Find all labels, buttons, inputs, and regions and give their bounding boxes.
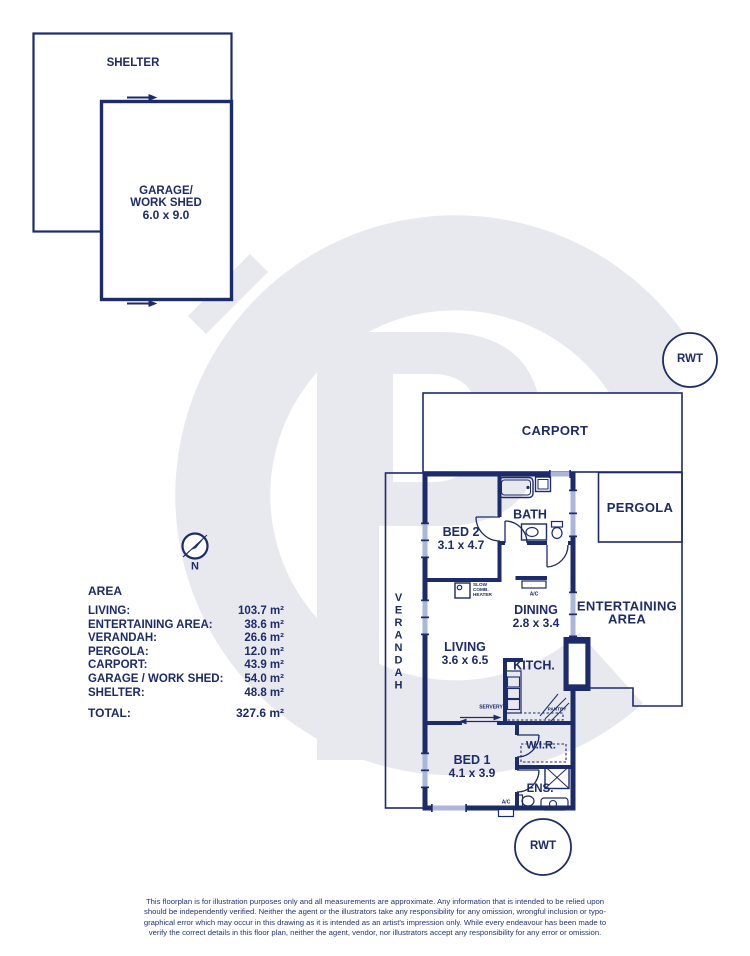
pantry-label: PANTRY xyxy=(547,706,567,712)
area-table-title: AREA xyxy=(88,584,123,598)
sliding-door xyxy=(563,637,591,691)
bed1-dims: 4.1 x 3.9 xyxy=(448,766,496,780)
area-total-row: TOTAL:327.6 m² xyxy=(88,706,284,721)
kitchen-label: KITCH. xyxy=(513,658,555,673)
garage-outline xyxy=(99,99,234,302)
garage-dims: 6.0 x 9.0 xyxy=(142,208,190,222)
area-row-shelter: SHELTER:48.8 m² xyxy=(88,686,284,699)
bath-fixtures xyxy=(498,476,564,541)
verandah-label: VERANDAH xyxy=(392,592,405,692)
rwt-bottom-label: RWT xyxy=(530,840,556,853)
area-row-pergola: PERGOLA:12.0 m² xyxy=(88,645,284,658)
entertaining-outline xyxy=(585,472,683,707)
entertaining-label: ENTERTAINING AREA xyxy=(576,598,678,626)
rwt-tank-top-circle xyxy=(662,332,718,388)
carport-outline xyxy=(422,392,683,473)
bed1-label: BED 1 4.1 x 3.9 xyxy=(448,753,496,780)
windows xyxy=(421,470,577,812)
dining-label: DINING 2.8 x 3.4 xyxy=(512,603,560,630)
servery-label: SERVERY xyxy=(479,704,503,711)
shelter-label: SHELTER xyxy=(106,57,160,70)
carport-label: CARPORT xyxy=(521,423,589,439)
bath-label: BATH xyxy=(513,507,547,522)
area-row-entertaining: ENTERTAINING AREA:38.6 m² xyxy=(88,618,284,631)
bed1-slider-symbol xyxy=(458,714,502,725)
area-table: AREA LIVING:103.7 m² ENTERTAINING AREA:3… xyxy=(88,584,284,720)
wir-label: W.I.R. xyxy=(526,739,556,752)
ac-units xyxy=(497,580,547,818)
disclaimer-line2: should be independently verified. Neithe… xyxy=(144,907,606,917)
disclaimer: This floorplan is for illustration purpo… xyxy=(144,897,606,938)
living-dims: 3.6 x 6.5 xyxy=(441,653,489,667)
rwt-tank-bottom-circle xyxy=(514,818,572,876)
rwt-top-label: RWT xyxy=(677,353,703,366)
area-row-carport: CARPORT:43.9 m² xyxy=(88,659,284,672)
garage-label-line1: GARAGE/ xyxy=(139,185,193,197)
bed2-dims: 3.1 x 4.7 xyxy=(437,538,485,552)
ac-label-bed1: A/C xyxy=(501,799,511,806)
area-row-living: LIVING:103.7 m² xyxy=(88,605,284,617)
garage-door-marks xyxy=(127,93,158,308)
pergola-label: PERGOLA xyxy=(606,500,674,516)
heater-fixture xyxy=(454,582,471,599)
ensuite-fixtures xyxy=(516,765,570,811)
heater-label: SLOW COMB. HEATER xyxy=(473,582,492,598)
wir-robe xyxy=(520,743,567,763)
living-label: LIVING 3.6 x 6.5 xyxy=(441,640,489,667)
area-row-verandah: VERANDAH:26.6 m² xyxy=(88,632,284,645)
compass-n-label: N xyxy=(191,560,199,573)
disclaimer-line3: graphical error which may occur in this … xyxy=(143,917,607,927)
ac-label-dining: A/C xyxy=(529,591,539,598)
disclaimer-line4: verify the correct details in this floor… xyxy=(148,927,602,937)
compass-icon xyxy=(181,532,209,560)
dining-dims: 2.8 x 3.4 xyxy=(512,616,560,630)
garage-label: GARAGE/ WORK SHED 6.0 x 9.0 xyxy=(130,185,202,221)
area-row-garage: GARAGE / WORK SHED:54.0 m² xyxy=(88,672,284,685)
kitchen-fixtures xyxy=(505,670,570,722)
disclaimer-line1: This floorplan is for illustration purpo… xyxy=(145,897,605,906)
garage-label-line2: WORK SHED xyxy=(130,197,202,209)
bed2-label: BED 2 3.1 x 4.7 xyxy=(437,525,485,552)
ens-label: ENS. xyxy=(526,783,554,796)
door-swings xyxy=(475,516,569,793)
